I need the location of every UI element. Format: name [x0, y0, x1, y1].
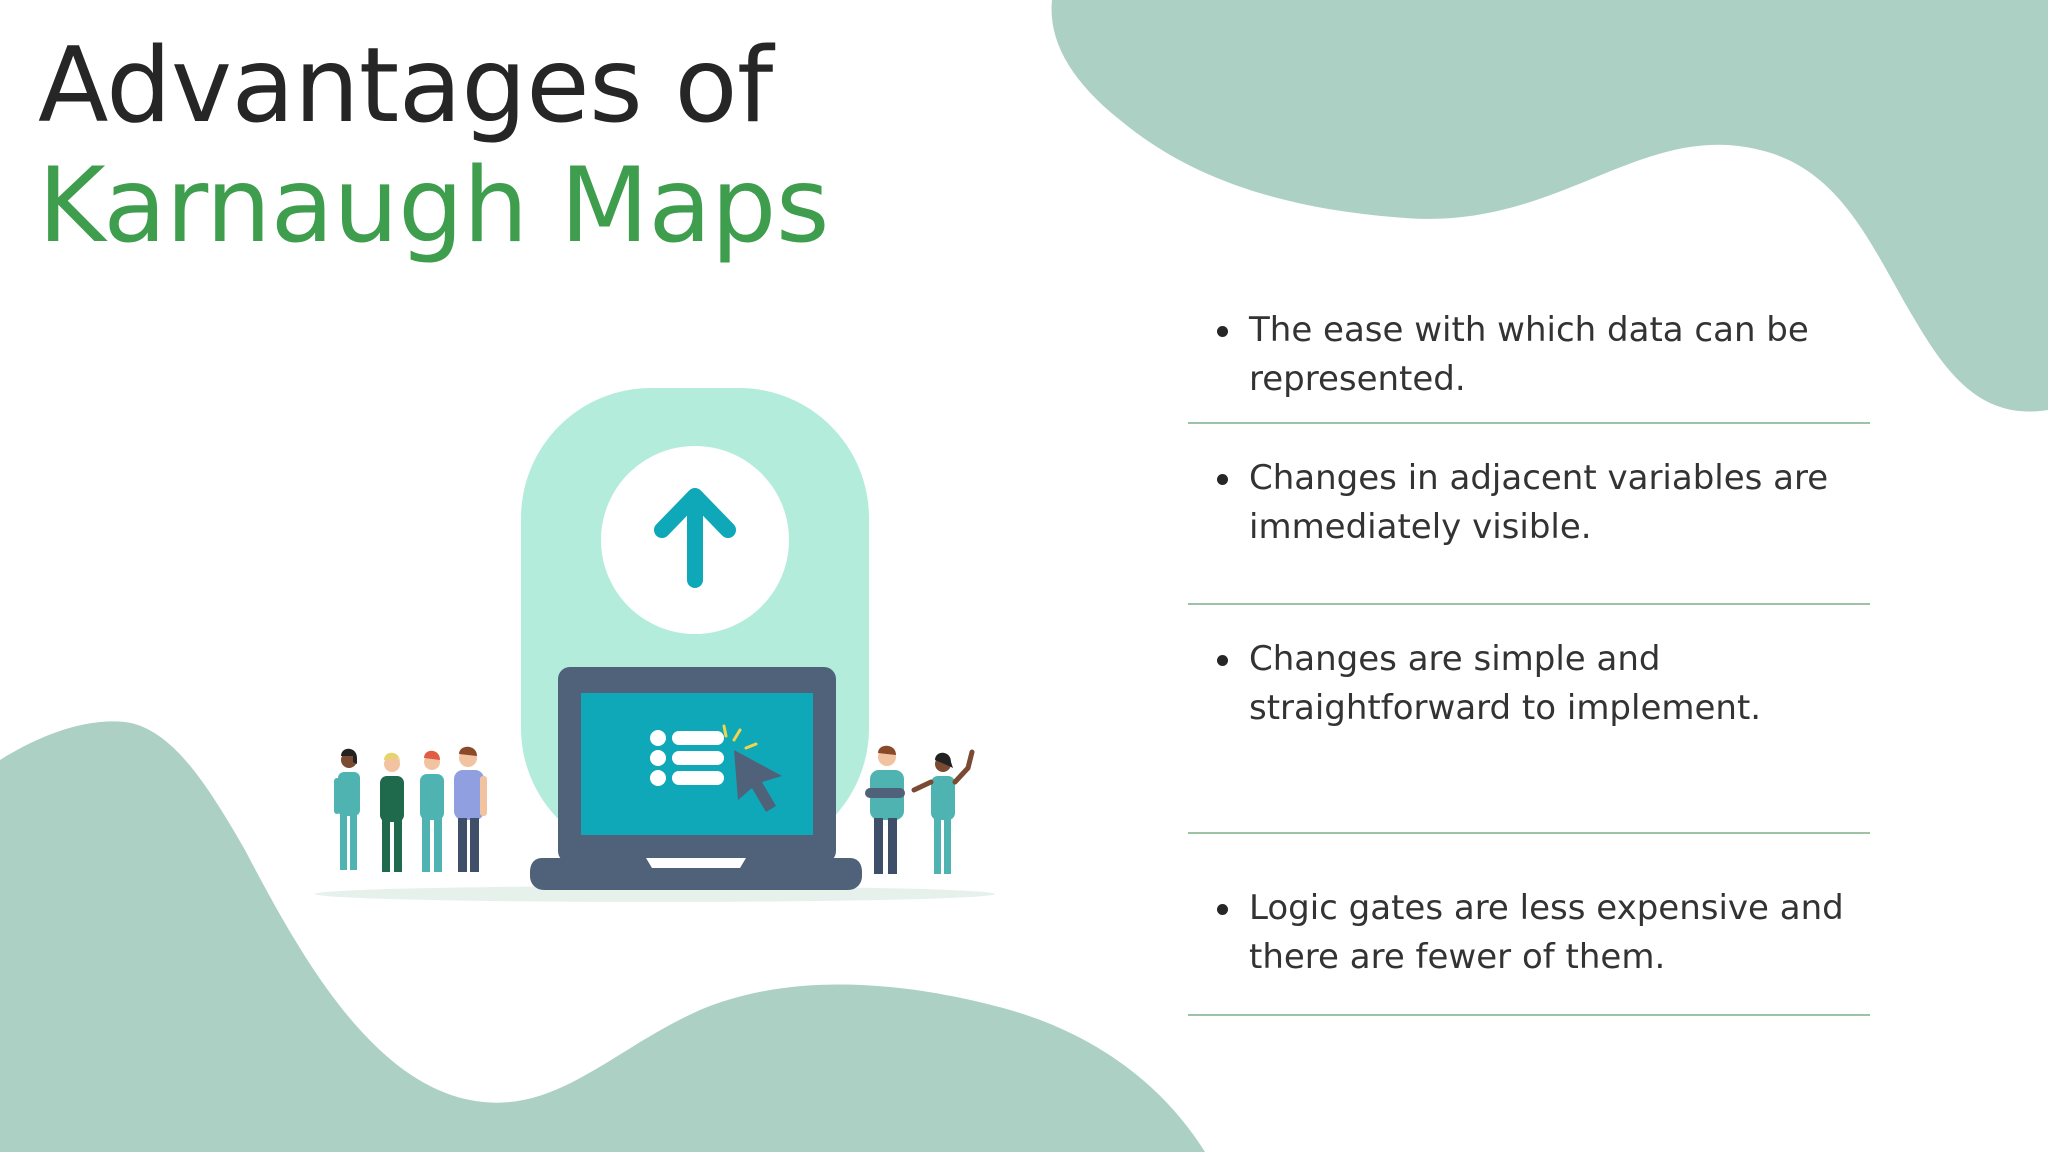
- click-sparks: [722, 724, 758, 750]
- list-item: Logic gates are less expensive and there…: [1188, 834, 1870, 1016]
- illustration: [315, 388, 995, 902]
- advantages-list: The ease with which data can be represen…: [1188, 276, 1870, 1016]
- people-group-right: [865, 745, 975, 874]
- title-line-2: Karnaugh Maps: [38, 146, 830, 266]
- bullet-text: Logic gates are less expensive and there…: [1249, 888, 1844, 977]
- top-right-blob: [1051, 0, 2048, 412]
- laptop: [530, 667, 862, 890]
- people-group-left: [334, 746, 487, 872]
- bottom-left-blob: [0, 721, 1205, 1152]
- bullet-text: Changes in adjacent variables are immedi…: [1249, 458, 1829, 547]
- title-line-1: Advantages of: [38, 26, 773, 146]
- list-item: Changes are simple and straightforward t…: [1188, 605, 1870, 834]
- laptop-notch: [646, 858, 746, 868]
- list-item: The ease with which data can be represen…: [1188, 276, 1870, 424]
- bullet-icon: [1217, 655, 1228, 666]
- bullet-text: Changes are simple and straightforward t…: [1249, 639, 1762, 728]
- arrow-up-icon: [654, 488, 736, 588]
- list-item: Changes in adjacent variables are immedi…: [1188, 424, 1870, 605]
- laptop-base: [530, 858, 862, 890]
- list-icon: [650, 730, 724, 786]
- page-title: Advantages of Karnaugh Maps: [38, 26, 830, 266]
- bullet-icon: [1217, 904, 1228, 915]
- cursor-icon: [734, 750, 782, 812]
- bullet-icon: [1217, 326, 1228, 337]
- bullet-icon: [1217, 474, 1228, 485]
- bullet-text: The ease with which data can be represen…: [1249, 310, 1809, 399]
